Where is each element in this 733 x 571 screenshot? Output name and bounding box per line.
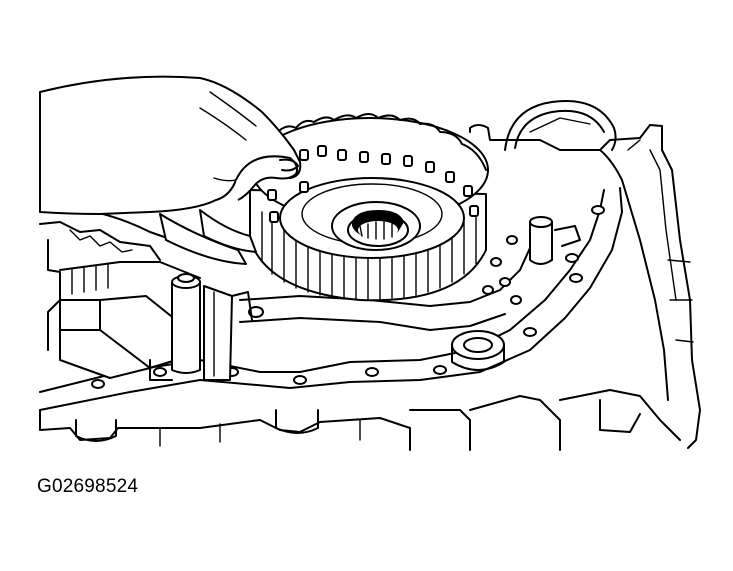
hand — [39, 75, 302, 265]
figure-code: G02698524 — [37, 476, 139, 497]
clutch-drum — [249, 113, 489, 302]
transmission-case — [39, 100, 701, 451]
